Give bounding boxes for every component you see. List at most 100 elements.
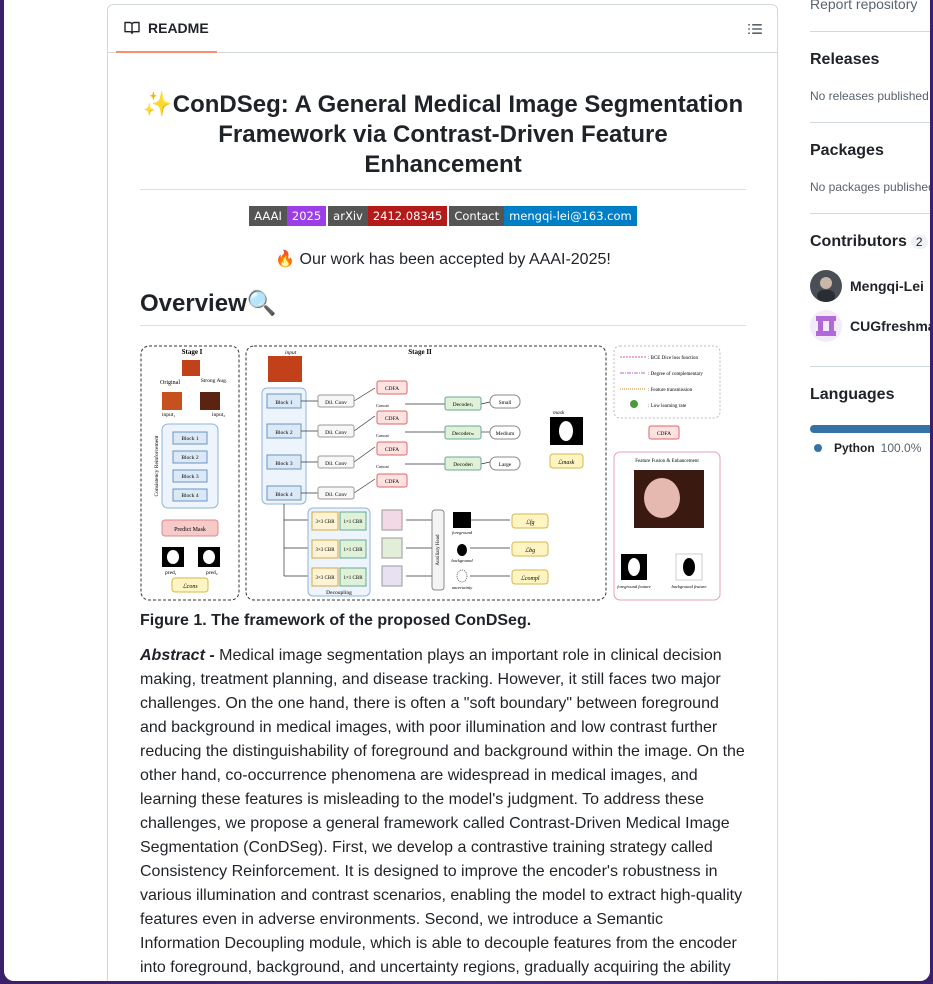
size-medium: Medium (496, 431, 515, 437)
contributors-count: 2 (910, 235, 928, 249)
avatar (810, 310, 842, 342)
pred2-label: pred₂ (206, 570, 218, 576)
loss-mask-label: ℒmask (558, 459, 575, 466)
dil-conv-2: Dil. Conv (325, 430, 347, 436)
fg-feature-label: foreground feature (617, 584, 651, 589)
language-dot (814, 444, 822, 452)
list-icon[interactable] (747, 21, 763, 37)
loss-compl: ℒcompl (521, 575, 540, 582)
turtle-icon (630, 400, 638, 408)
badge-arxiv[interactable]: arXiv 2412.08345 (328, 206, 448, 226)
decoder-large: Decoderₗ (453, 462, 473, 468)
framework-diagram: Stage I Original Strong Aug. input₁ inpu… (140, 345, 721, 601)
loss-bg: ℒbg (525, 547, 535, 554)
cdfa-block-2: CDFA (385, 416, 399, 422)
badge-arxiv-value: 2412.08345 (367, 206, 448, 226)
packages-title[interactable]: Packages (810, 142, 884, 159)
cbr3-3: 3×3 CBR (315, 576, 335, 581)
releases-section: Releases No releases published (810, 51, 930, 103)
aux-head-label: Auxiliary Head (436, 534, 441, 565)
decoupling-label: Decoupling (326, 590, 352, 596)
figure-caption: Figure 1. The framework of the proposed … (140, 612, 532, 629)
releases-title[interactable]: Releases (810, 51, 880, 68)
readme-header: README (108, 5, 777, 53)
contributor-name: CUGfreshman (850, 318, 930, 334)
stage1-label: Stage I (182, 348, 203, 356)
abstract: Abstract - Medical image segmentation pl… (140, 644, 746, 980)
divider (810, 31, 930, 32)
legend-4: : Low learning rate (648, 404, 687, 409)
badge-aaai-value: 2025 (286, 206, 327, 226)
divider (810, 122, 930, 123)
cdfa-detail-title: CDFA (657, 431, 671, 437)
foreground-label: foreground (452, 530, 473, 535)
badge-aaai-label: AAAI (249, 206, 287, 226)
strong-aug-label: Strong Aug. (201, 378, 228, 384)
s2-block-1: Block 1 (275, 400, 293, 406)
language-bar (810, 425, 930, 433)
pred1-label: pred₁ (165, 570, 177, 576)
cdfa-block-4: CDFA (385, 479, 399, 485)
report-repo-link[interactable]: Report repository (810, 0, 930, 14)
cbr3-1: 3×3 CBR (315, 520, 335, 525)
cbr1-1: 1×1 CBR (343, 520, 363, 525)
cbr1-2: 1×1 CBR (343, 548, 363, 553)
input1-thumb (162, 392, 182, 410)
input-label: input (285, 350, 297, 356)
s1-block-1: Block 1 (181, 436, 199, 442)
packages-sub: No packages published (810, 180, 930, 194)
original-label: Original (160, 380, 180, 386)
loss-fg: ℒfg (526, 519, 535, 526)
accepted-notice: 🔥 Our work has been accepted by AAAI-202… (275, 251, 611, 268)
mask-label: mask (553, 410, 565, 416)
size-large: Large (499, 462, 512, 468)
consistency-label: Consistency Reinforcement (153, 435, 160, 496)
cbr3-2: 3×3 CBR (315, 548, 335, 553)
readme-tab[interactable]: README (116, 5, 217, 53)
concat-label-1: Concat (376, 403, 389, 408)
input-thumb-1 (182, 360, 200, 376)
bg-feature-label: background feature (671, 584, 706, 589)
predict-mask-label: Predict Mask (174, 527, 206, 533)
contributor-mengqi-lei[interactable]: Mengqi-Lei (810, 270, 924, 302)
contributor-cugfreshman[interactable]: CUGfreshman (810, 310, 930, 342)
packages-section: Packages No packages published (810, 142, 930, 194)
s2-block-2: Block 2 (275, 430, 293, 436)
framework-figure: Stage I Original Strong Aug. input₁ inpu… (140, 344, 723, 602)
overview-heading: Overview🔍 (140, 289, 746, 326)
legend-2: : Degree of complementary (648, 372, 703, 377)
loss-cons-label: ℒcons (182, 583, 198, 590)
dil-conv-1: Dil. Conv (325, 400, 347, 406)
contributor-name: Mengqi-Lei (850, 278, 924, 294)
input2-label: input₂ (212, 412, 225, 418)
releases-sub: No releases published (810, 89, 929, 103)
language-python[interactable]: Python 100.0% (814, 441, 921, 455)
s1-block-3: Block 3 (181, 474, 199, 480)
input1-label: input₁ (162, 412, 175, 418)
feature-fusion-label: Feature Fusion & Enhancement (635, 459, 699, 464)
badge-arxiv-label: arXiv (328, 206, 368, 226)
uncertainty-label: uncertainty (452, 585, 473, 590)
badge-contact-label: Contact (449, 206, 505, 226)
input-image (268, 356, 302, 382)
size-small: Small (499, 400, 512, 406)
avatar (810, 270, 842, 302)
cbr1-3: 1×1 CBR (343, 576, 363, 581)
abstract-lead: Abstract - (140, 647, 215, 664)
badge-contact-value: mengqi-lei@163.com (504, 206, 637, 226)
language-name: Python (834, 441, 875, 455)
s2-block-3: Block 3 (275, 461, 293, 467)
abstract-body: Medical image segmentation plays an impo… (140, 647, 745, 976)
input2-thumb (200, 392, 220, 410)
stage2-label: Stage II (408, 348, 432, 356)
legend-3: : Feature transmission (648, 388, 693, 393)
report-repo-label: Report repository (810, 0, 918, 12)
readme-content: ✨ConDSeg: A General Medical Image Segmen… (140, 53, 746, 980)
badge-aaai[interactable]: AAAI 2025 (249, 206, 327, 226)
legend-1: : BCE Dice loss function (648, 356, 698, 361)
divider (810, 366, 930, 367)
badge-contact[interactable]: Contact mengqi-lei@163.com (449, 206, 637, 226)
decoder-medium: Decoderₘ (452, 431, 475, 437)
